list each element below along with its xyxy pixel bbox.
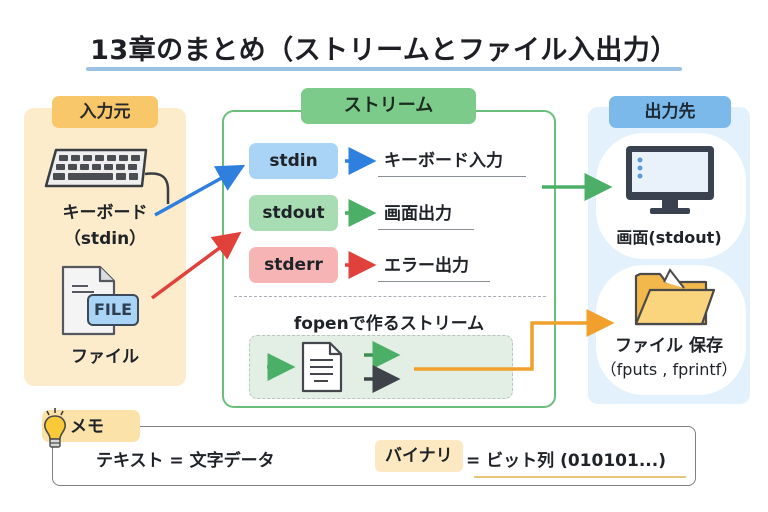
memo-text-right: = ビット列 (010101...) [466, 451, 666, 471]
keyboard-caption-line2: （stdin） [63, 229, 147, 249]
lightbulb-icon [44, 408, 66, 448]
page-title: 13章のまとめ（ストリームとファイル入出力） [90, 35, 678, 66]
keyboard-icon [44, 148, 170, 204]
title-underline [86, 67, 682, 71]
keyboard-caption: キーボード （stdin） [24, 200, 186, 252]
folder-icon [634, 268, 716, 326]
stream-target-stdin: キーボード入力 [378, 146, 526, 177]
keyboard-to-stdin-arrow [154, 164, 246, 217]
file-to-stream-arrow [150, 231, 242, 300]
stream-chip-stdin: stdin [249, 143, 338, 179]
file-save-caption-sub: （fputs , fprintf） [600, 360, 738, 379]
stream-chip-stdout: stdout [249, 195, 338, 231]
stream-target-stderr: エラー出力 [378, 251, 490, 282]
file-badge: FILE [93, 300, 132, 319]
file-caption: ファイル [71, 347, 139, 367]
stream-panel-label: ストリーム [301, 88, 476, 124]
input-panel-label: 入力元 [52, 96, 158, 128]
document-icon [301, 341, 343, 393]
stream-chip-stderr: stderr [249, 247, 338, 283]
memo-text-left: テキスト = 文字データ [96, 451, 275, 471]
fopen-to-file-arrow [414, 309, 615, 371]
memo-tag-label: メモ [70, 417, 104, 437]
stream-target-stdout: 画面出力 [378, 199, 474, 230]
output-panel-label: 出力先 [609, 96, 731, 128]
file-save-caption: ファイル 保存 （fputs , fprintf） [588, 334, 750, 382]
file-save-caption-title: ファイル 保存 [615, 336, 723, 356]
keyboard-caption-line1: キーボード [62, 203, 148, 223]
fopen-stream-label: fopenで作るストリーム [293, 314, 485, 334]
section-divider [234, 296, 546, 297]
screen-caption: 画面(stdout) [616, 228, 722, 247]
file-icon [61, 265, 139, 336]
memo-binary-highlight: バイナリ [375, 440, 463, 472]
memo-underline [474, 476, 686, 478]
monitor-icon [626, 146, 714, 214]
